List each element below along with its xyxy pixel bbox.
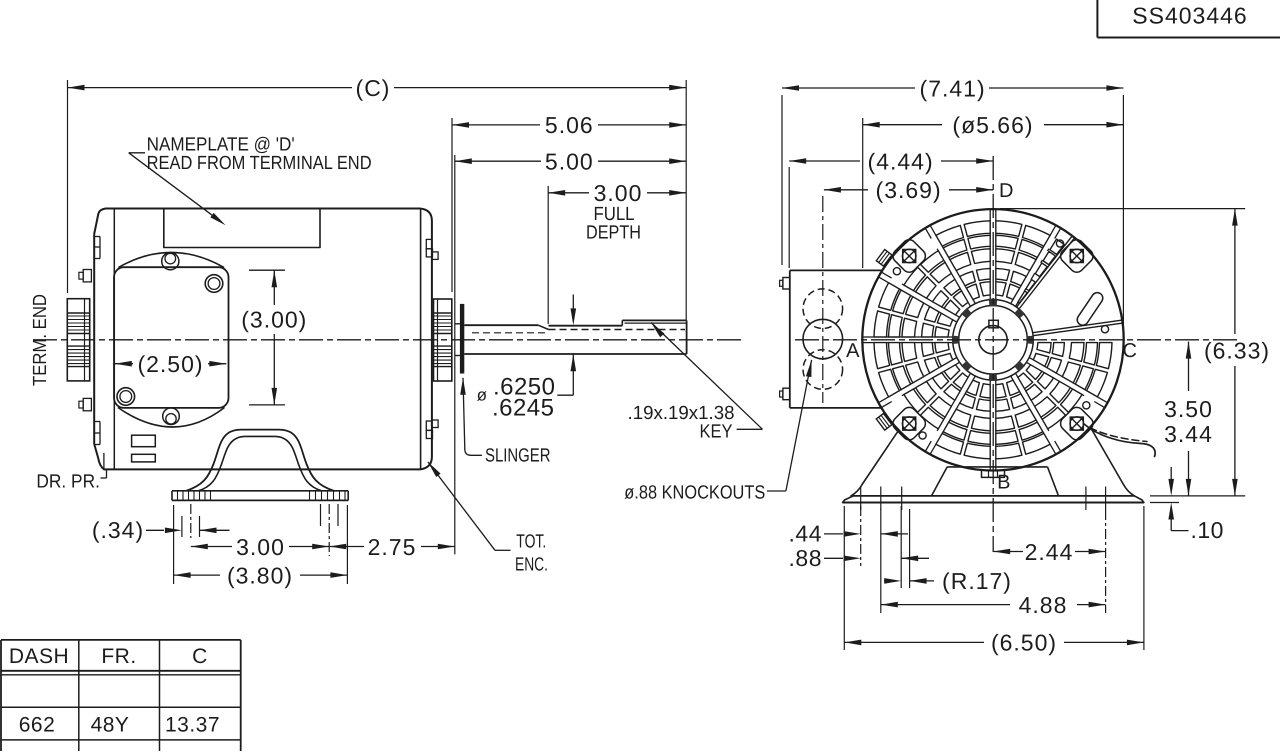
svg-text:TERM. END: TERM. END [30,294,51,386]
svg-text:KEY: KEY [700,422,733,443]
svg-text:(ø5.66): (ø5.66) [952,112,1033,138]
svg-text:(6.33): (6.33) [1204,337,1270,363]
svg-text:2.44: 2.44 [1025,539,1074,565]
svg-text:B: B [997,472,1011,494]
svg-text:ENC.: ENC. [515,554,548,575]
svg-text:(2.50): (2.50) [137,351,203,377]
svg-text:.44: .44 [789,521,822,547]
svg-text:(3.00): (3.00) [241,307,307,333]
svg-text:D: D [999,180,1014,202]
svg-text:(C): (C) [356,75,391,101]
svg-text:NAMEPLATE @ 'D': NAMEPLATE @ 'D' [147,135,295,156]
svg-text:SLINGER: SLINGER [485,446,551,467]
svg-text:ø.88 KNOCKOUTS: ø.88 KNOCKOUTS [624,483,765,504]
svg-text:3.50: 3.50 [1164,396,1213,422]
svg-text:C: C [1123,340,1138,362]
svg-text:ø: ø [477,386,487,405]
svg-text:READ FROM TERMINAL END: READ FROM TERMINAL END [147,153,372,174]
svg-text:2.75: 2.75 [368,534,417,560]
svg-text:TOT.: TOT. [516,531,546,552]
svg-text:5.00: 5.00 [545,149,594,175]
svg-text:5.06: 5.06 [545,112,594,138]
svg-text:3.00: 3.00 [236,534,285,560]
svg-text:FR.: FR. [101,645,136,668]
svg-text:DEPTH: DEPTH [586,223,641,244]
svg-text:4.88: 4.88 [1019,592,1068,618]
svg-text:48Y: 48Y [91,714,130,737]
svg-text:.10: .10 [1191,517,1224,543]
svg-text:(7.41): (7.41) [920,75,986,101]
svg-text:FULL: FULL [594,204,635,225]
svg-text:(3.80): (3.80) [227,562,293,588]
svg-text:SS403446: SS403446 [1132,3,1247,29]
svg-text:A: A [846,340,860,362]
svg-text:.6245: .6245 [492,395,555,422]
svg-text:13.37: 13.37 [165,714,220,737]
svg-text:.19x.19x1.38: .19x.19x1.38 [628,403,735,424]
svg-text:.6250: .6250 [493,374,556,401]
svg-text:3.44: 3.44 [1164,421,1213,447]
svg-text:(R.17): (R.17) [942,568,1012,594]
svg-text:662: 662 [19,714,56,737]
svg-text:.88: .88 [789,545,822,571]
svg-text:DR. PR.: DR. PR. [36,472,100,493]
svg-text:(6.50): (6.50) [991,630,1057,656]
svg-text:C: C [192,645,208,668]
svg-text:3.00: 3.00 [594,180,643,206]
svg-text:(3.69): (3.69) [876,177,942,203]
svg-text:(4.44): (4.44) [868,148,934,174]
svg-text:(.34): (.34) [92,517,144,543]
svg-text:DASH: DASH [9,645,69,668]
